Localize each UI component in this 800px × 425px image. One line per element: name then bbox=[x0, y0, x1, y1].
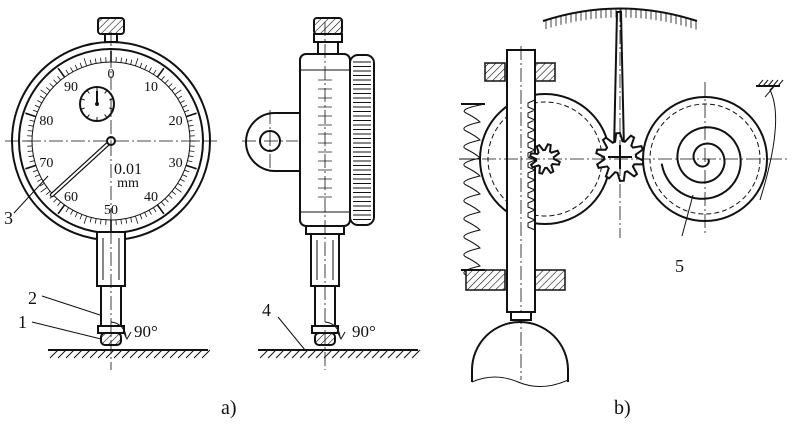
surface-plate-front bbox=[48, 350, 210, 358]
return-spring bbox=[464, 104, 485, 275]
angle-label-front: 90° bbox=[134, 322, 158, 341]
dial-label-10: 10 bbox=[144, 80, 158, 95]
dial-label-80: 80 bbox=[39, 114, 53, 129]
gear-mechanism: 5 bbox=[459, 8, 790, 387]
dial-label-60: 60 bbox=[64, 190, 78, 205]
mechanism-pointer bbox=[614, 12, 624, 150]
dial-unit: mm bbox=[117, 176, 139, 191]
main-pointer bbox=[52, 137, 115, 195]
dial-label-90: 90 bbox=[64, 80, 78, 95]
callout-3: 3 bbox=[4, 208, 13, 228]
mounting-lug bbox=[242, 110, 300, 172]
dial-label-40: 40 bbox=[144, 190, 158, 205]
workpiece bbox=[472, 322, 568, 387]
side-view-dial-indicator: 90° 4 bbox=[242, 18, 420, 370]
caption-a: a) bbox=[221, 397, 237, 419]
callout-2: 2 bbox=[28, 288, 37, 308]
angle-label-side: 90° bbox=[352, 322, 376, 341]
callout-4: 4 bbox=[262, 300, 271, 320]
dial-label-20: 20 bbox=[169, 114, 183, 129]
callout-5: 5 bbox=[675, 256, 684, 276]
caption-b: b) bbox=[614, 397, 631, 419]
dial-label-30: 30 bbox=[169, 156, 183, 171]
dial-label-70: 70 bbox=[39, 156, 53, 171]
callout-1: 1 bbox=[18, 312, 27, 332]
